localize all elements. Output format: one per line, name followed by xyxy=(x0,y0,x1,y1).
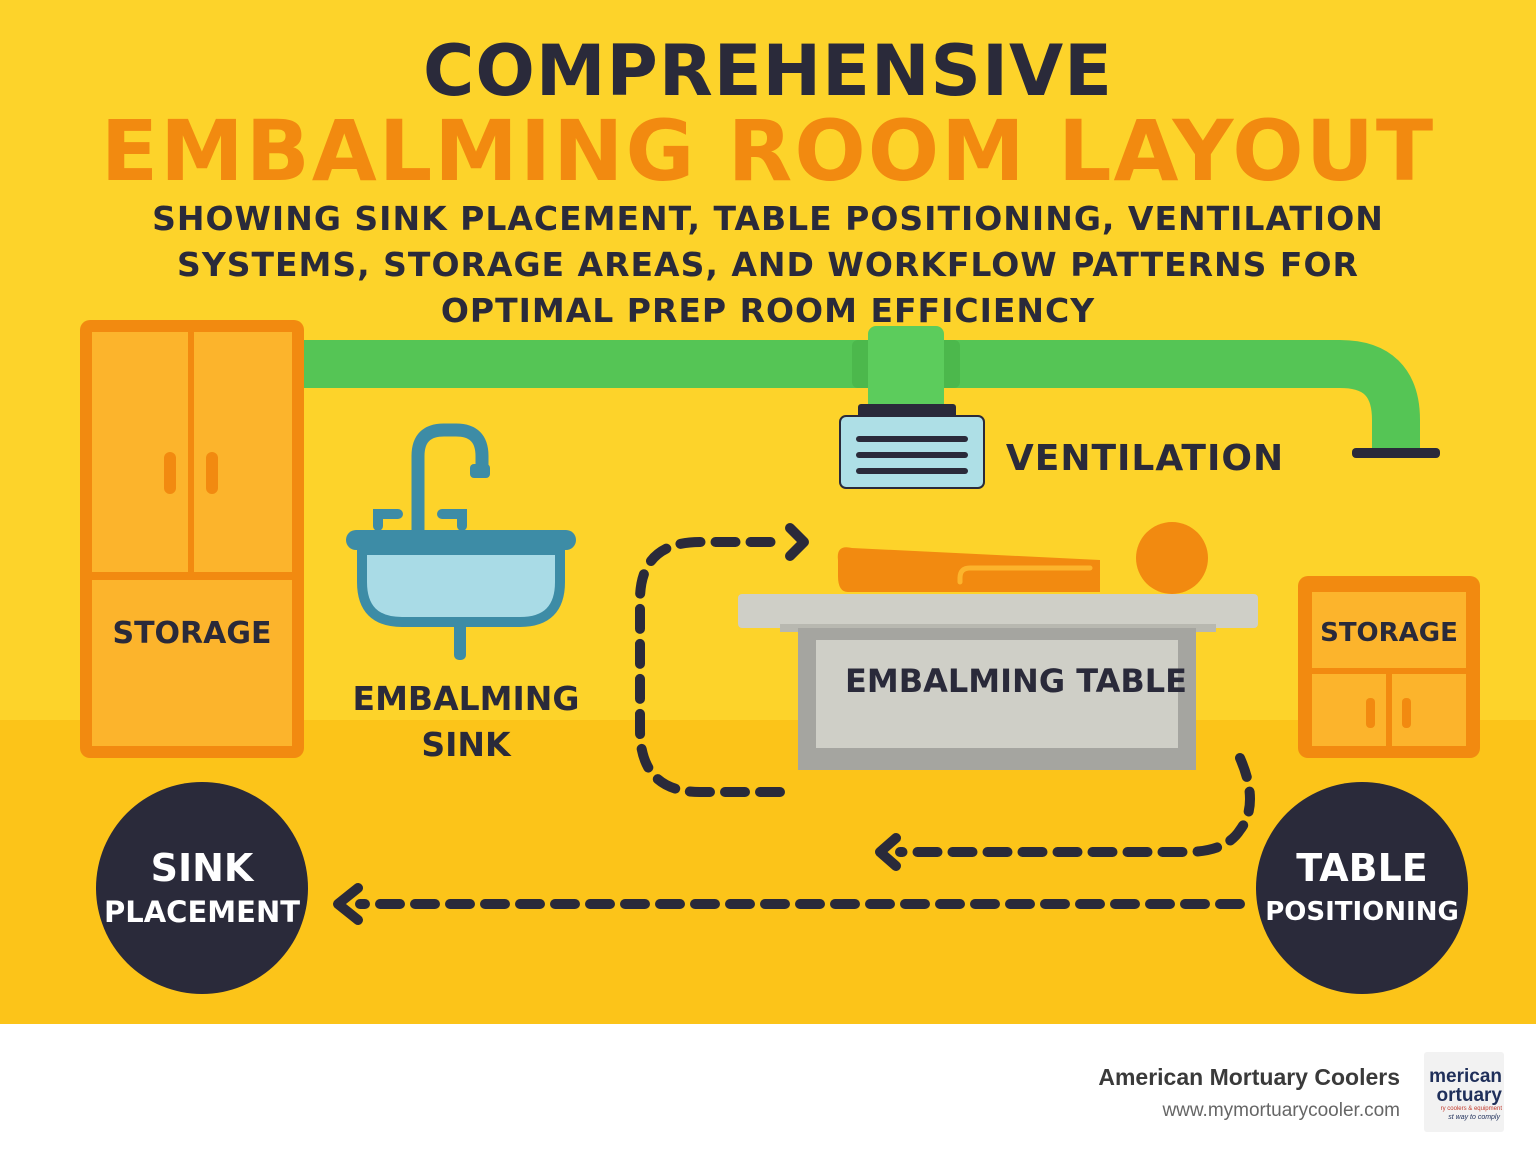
logo-line-1: merican xyxy=(1429,1066,1502,1087)
logo-line-3: ry coolers & equipment xyxy=(1440,1106,1502,1112)
sink-label-line-2: SINK xyxy=(421,725,511,764)
table-positioning-label: TABLE POSITIONING xyxy=(1256,846,1468,934)
brand-name: American Mortuary Coolers xyxy=(1098,1064,1400,1090)
title-line-1: COMPREHENSIVE xyxy=(423,30,1113,112)
storage-left-label: STORAGE xyxy=(112,616,272,651)
ventilation-duct xyxy=(300,326,1440,458)
logo-line-2: ortuary xyxy=(1436,1085,1502,1106)
embalming-table xyxy=(738,522,1258,770)
subtitle: SHOWING SINK PLACEMENT, TABLE POSITIONIN… xyxy=(152,199,1384,330)
sink-placement-circle xyxy=(96,782,308,994)
workflow-arrows xyxy=(355,537,1255,909)
brand-url: www.mymortuarycooler.com xyxy=(1162,1100,1400,1121)
table-positioning-line-1: TABLE xyxy=(1296,846,1428,890)
footer xyxy=(0,1024,1536,1154)
logo-line-4: st way to comply xyxy=(1448,1114,1500,1121)
ventilation-label: VENTILATION xyxy=(1005,438,1285,479)
arrowhead-icons xyxy=(333,523,901,925)
storage-right-label: STORAGE xyxy=(1320,618,1458,648)
storage-cabinet-left xyxy=(80,320,304,758)
sink-label: EMBALMING SINK xyxy=(336,676,596,768)
storage-cabinet-right xyxy=(1298,576,1480,758)
embalming-table-label: EMBALMING TABLE xyxy=(845,662,1187,700)
sink-placement-label: SINK PLACEMENT xyxy=(96,846,308,934)
brand-logo: merican ortuary ry coolers & equipment s… xyxy=(1424,1052,1504,1132)
sink-icon xyxy=(346,423,576,660)
title-line-2: EMBALMING ROOM LAYOUT xyxy=(100,102,1436,200)
table-positioning-line-2: POSITIONING xyxy=(1265,897,1459,927)
table-positioning-circle xyxy=(1256,782,1468,994)
vent-grille-icon xyxy=(839,415,985,489)
sink-placement-line-1: SINK xyxy=(150,846,254,890)
sink-placement-line-2: PLACEMENT xyxy=(104,895,300,929)
sink-label-line-1: EMBALMING xyxy=(352,679,580,718)
